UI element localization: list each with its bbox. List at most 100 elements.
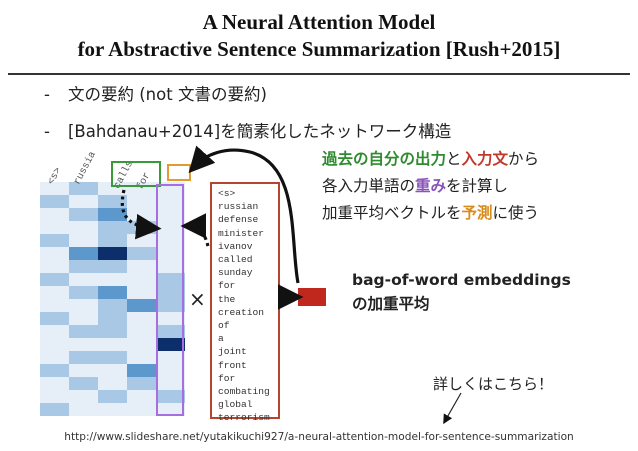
heatmap-cell xyxy=(156,351,185,364)
past-output-text: 過去の自分の出力 xyxy=(322,150,447,168)
heatmap-cell xyxy=(127,247,156,260)
multiply-sign: × xyxy=(189,287,206,311)
heatmap-cell xyxy=(127,260,156,273)
input-word: called xyxy=(218,254,253,266)
reference-link[interactable]: http://www.slideshare.net/yutakikuchi927… xyxy=(64,431,574,443)
bow-line-2: の加重平均 xyxy=(352,295,430,313)
input-word: for xyxy=(218,280,236,292)
input-word: front xyxy=(218,359,247,371)
bullet-item-1: -文の要約 (not 文書の要約) xyxy=(44,81,267,105)
slide-title-line1: A Neural Attention Model xyxy=(202,10,436,34)
explanation-line-2: 各入力単語の重みを計算し xyxy=(322,173,539,200)
heatmap-cell xyxy=(98,299,127,312)
heatmap-cell xyxy=(69,260,98,273)
heatmap-cell xyxy=(156,221,185,234)
heatmap-cell xyxy=(98,260,127,273)
heatmap-cell xyxy=(127,312,156,325)
heatmap-cell xyxy=(69,273,98,286)
slide-title-line2: for Abstractive Sentence Summarization [… xyxy=(77,37,561,61)
heatmap-cell xyxy=(98,195,127,208)
heatmap-cell xyxy=(69,377,98,390)
heatmap-cell xyxy=(127,338,156,351)
weighted-average-box xyxy=(298,288,326,306)
input-sentence-text: 入力文 xyxy=(461,150,509,168)
input-word: combating xyxy=(218,386,270,398)
heatmap-cell xyxy=(98,221,127,234)
heatmap-cell xyxy=(98,325,127,338)
bullet-marker: - xyxy=(44,85,50,104)
heatmap-cell xyxy=(40,221,69,234)
heatmap-cell xyxy=(156,364,185,377)
heatmap-cell xyxy=(69,351,98,364)
input-word: defense xyxy=(218,214,259,226)
heatmap-cell xyxy=(127,390,156,403)
more-info-text: 詳しくはこちら！ xyxy=(433,375,554,393)
heatmap-cell xyxy=(156,286,185,299)
heatmap-cell xyxy=(69,390,98,403)
explanation-line-1: 過去の自分の出力と入力文から xyxy=(322,146,539,173)
each-word-text: 各入力単語の xyxy=(322,177,416,195)
heatmap-cell xyxy=(156,260,185,273)
input-word: global xyxy=(218,399,253,411)
heatmap-cell xyxy=(127,377,156,390)
explanation-line-3: 加重平均ベクトルを予測に使う xyxy=(322,200,539,227)
heatmap-cell xyxy=(40,273,69,286)
heatmap-cell xyxy=(69,299,98,312)
heatmap-cell xyxy=(156,299,185,312)
heatmap-cell xyxy=(40,260,69,273)
dotted-arrow-past-output xyxy=(120,189,162,240)
bow-line-1: bag-of-word embeddings xyxy=(352,271,571,289)
heatmap-cell xyxy=(69,403,98,416)
heatmap-cell xyxy=(40,364,69,377)
input-word: <s> xyxy=(218,188,236,199)
heatmap-cell xyxy=(69,208,98,221)
pointer-to-link xyxy=(443,392,462,425)
bullet-text-2: [Bahdanau+2014]を簡素化したネットワーク構造 xyxy=(68,122,452,141)
input-word: the xyxy=(218,293,236,305)
heatmap-cell xyxy=(156,234,185,247)
heatmap-cell xyxy=(156,195,185,208)
input-word: of xyxy=(218,320,230,332)
heatmap-cell xyxy=(40,234,69,247)
heatmap-cell xyxy=(69,234,98,247)
heatmap-cell xyxy=(98,377,127,390)
dotted-arrow-input-words xyxy=(180,213,210,247)
heatmap-cell xyxy=(98,208,127,221)
weighted-average-text: 加重平均ベクトルを xyxy=(322,204,462,222)
from-text: から xyxy=(508,150,540,168)
heatmap-cell xyxy=(98,390,127,403)
input-word: a xyxy=(218,333,224,345)
heatmap-cell xyxy=(69,312,98,325)
heatmap-cell xyxy=(98,273,127,286)
heatmap-cell xyxy=(156,390,185,403)
heatmap-cell xyxy=(40,390,69,403)
heatmap-cell xyxy=(98,351,127,364)
arc-arrow-to-prediction xyxy=(188,145,300,284)
input-word: sunday xyxy=(218,267,253,279)
input-word: terrorism xyxy=(218,412,270,424)
heatmap-cell xyxy=(40,182,69,195)
heatmap-cell xyxy=(127,286,156,299)
past-output-box xyxy=(111,161,161,187)
heatmap-cell xyxy=(156,312,185,325)
heatmap-cell xyxy=(156,273,185,286)
heatmap-cell xyxy=(40,377,69,390)
heatmap-cell xyxy=(98,312,127,325)
compute-text: を計算し xyxy=(446,177,509,195)
heatmap-cell xyxy=(98,234,127,247)
bullet-item-2: -[Bahdanau+2014]を簡素化したネットワーク構造 xyxy=(44,118,451,142)
input-word: russian xyxy=(218,201,259,213)
heatmap-cell xyxy=(40,312,69,325)
bow-label: bag-of-word embeddings の加重平均 xyxy=(352,268,571,316)
heatmap-cell xyxy=(69,338,98,351)
heatmap-cell xyxy=(69,221,98,234)
heatmap-cell xyxy=(156,247,185,260)
attention-weight-column xyxy=(156,184,184,416)
heatmap-cell xyxy=(40,286,69,299)
heatmap-cell xyxy=(40,195,69,208)
input-word: minister xyxy=(218,227,265,239)
heatmap-cell xyxy=(156,208,185,221)
heatmap-cell xyxy=(40,338,69,351)
heatmap-cell xyxy=(69,182,98,195)
